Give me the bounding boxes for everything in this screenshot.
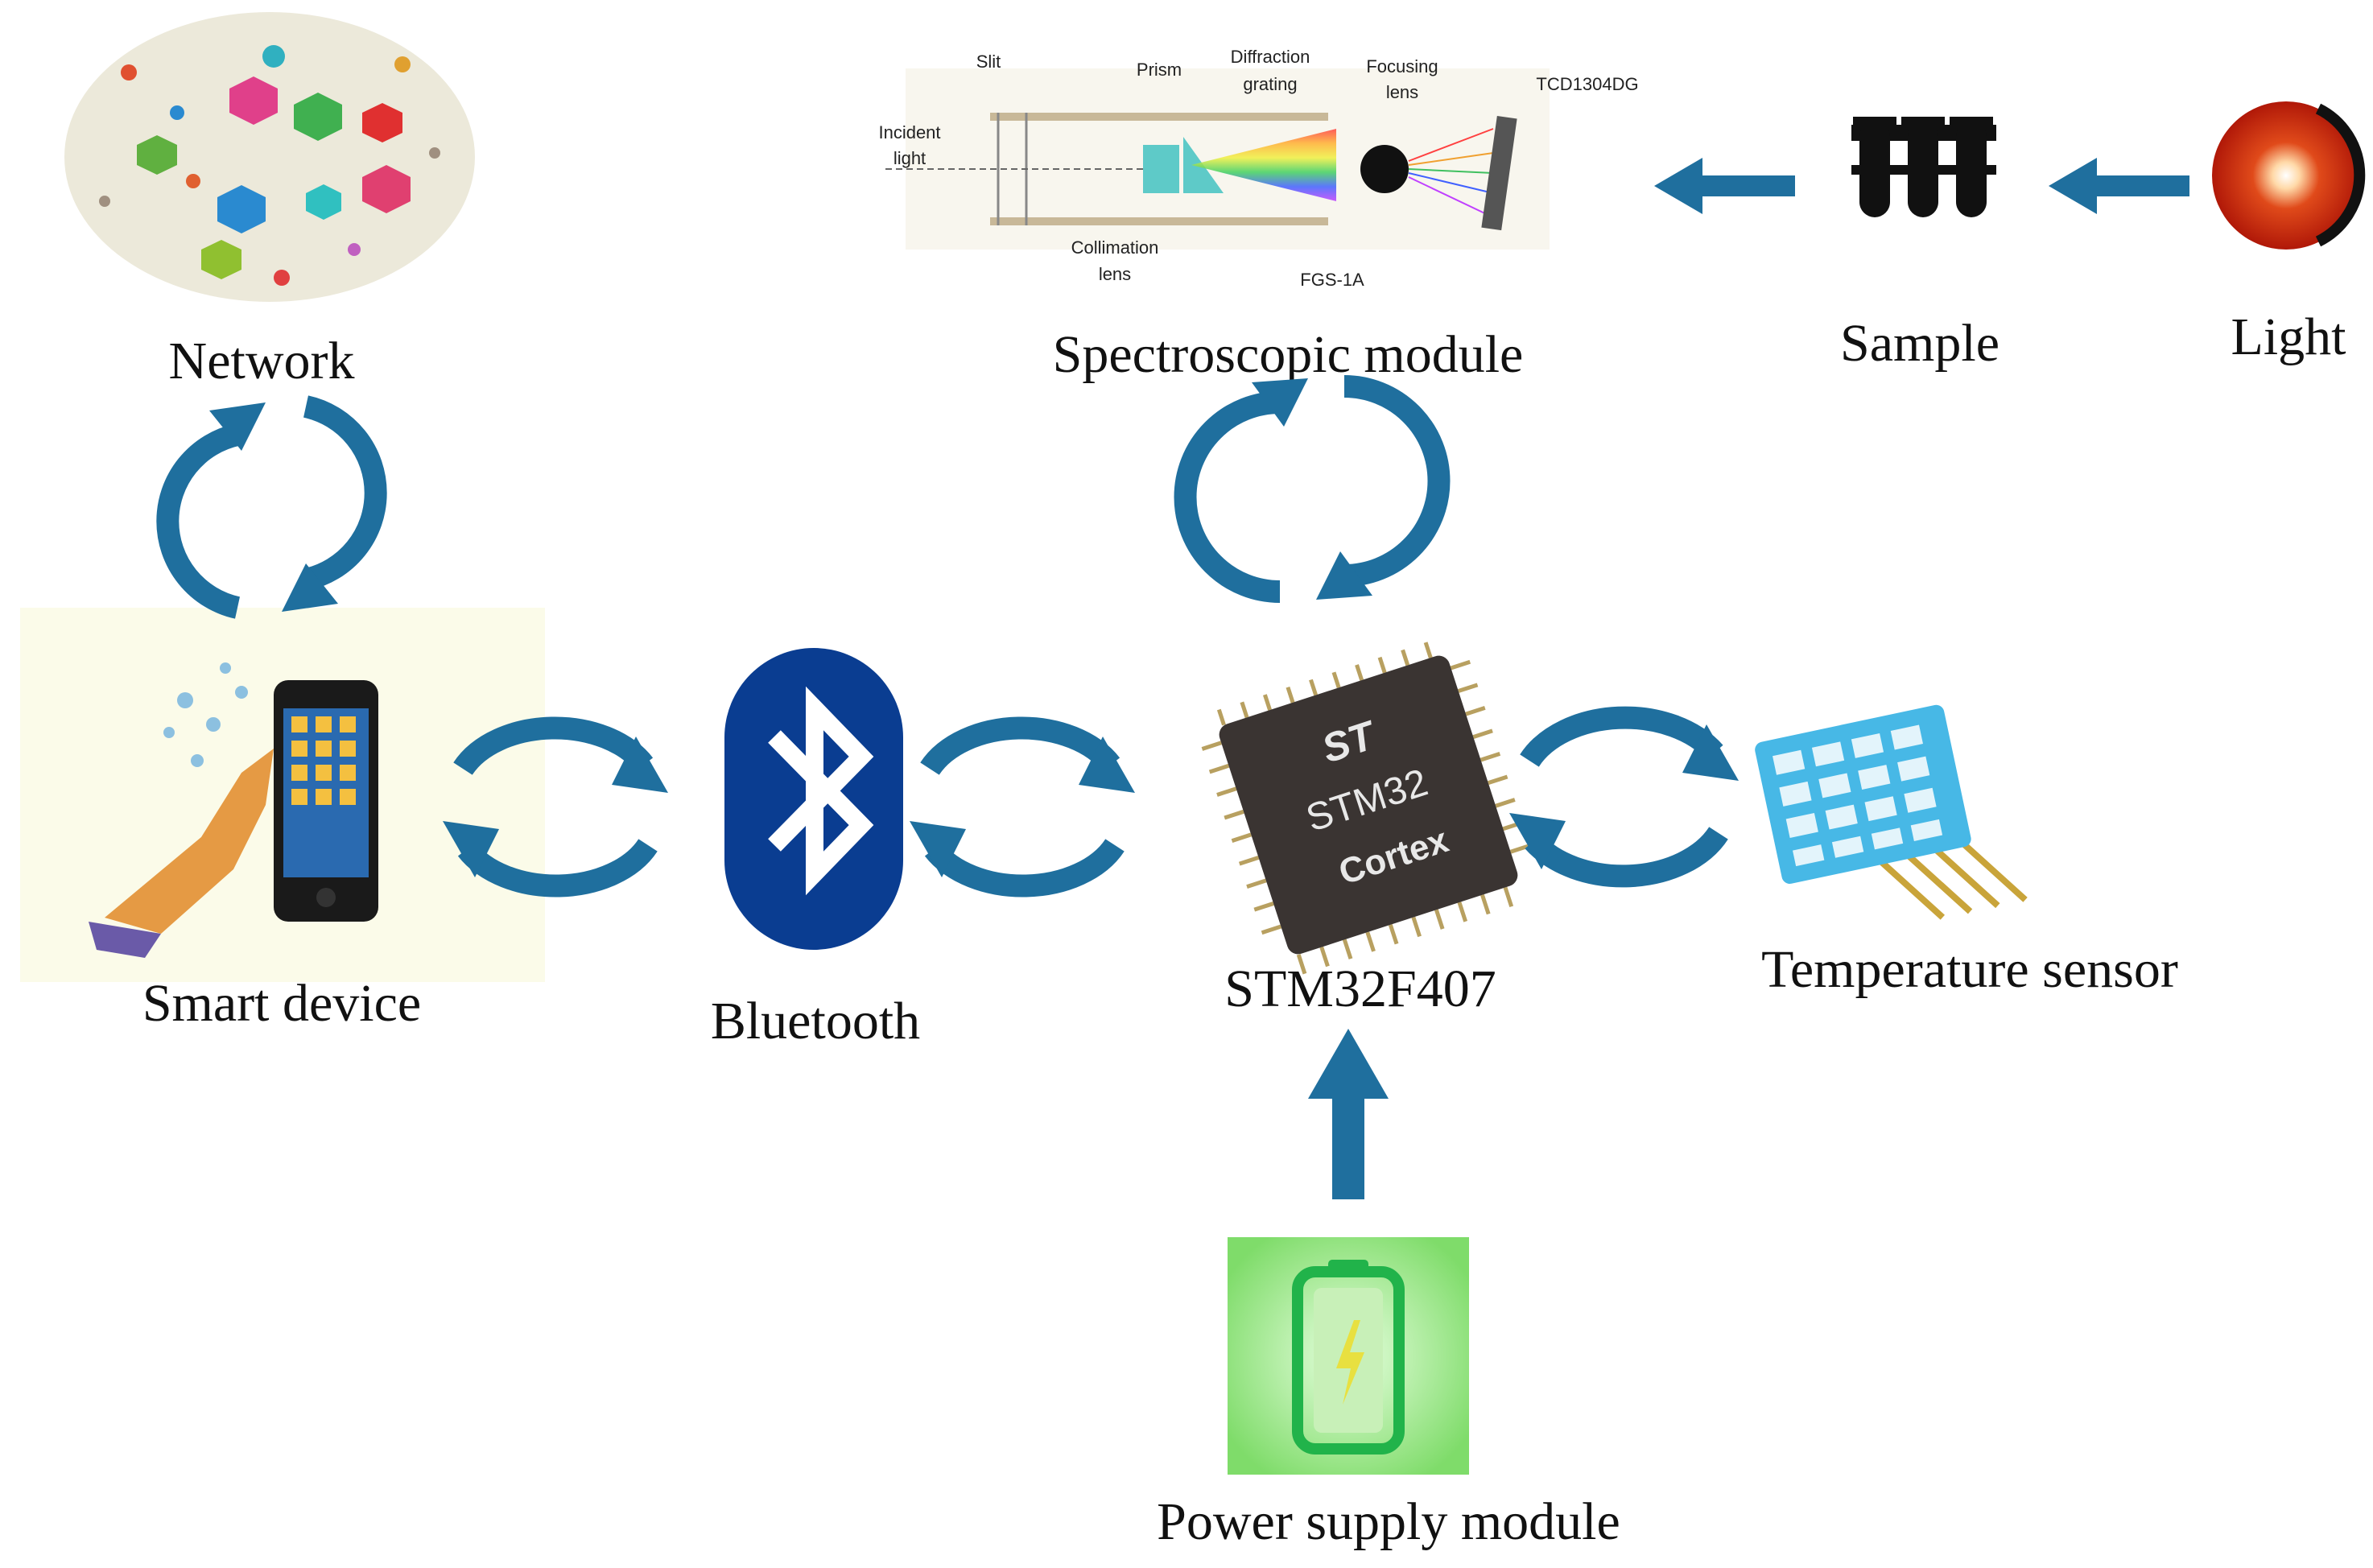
network-node: Network [64,12,475,390]
collimation-label-2: lens [1099,264,1131,284]
bluetooth-node: Bluetooth [711,648,920,1050]
exchange-spectro-mcu-heads [1252,378,1372,600]
bluetooth-label: Bluetooth [711,992,920,1050]
network-label: Network [169,332,355,390]
focus-rays [1408,128,1494,218]
fgs-label: FGS-1A [1300,270,1364,290]
exchange-spectro-mcu [1174,375,1451,603]
exchange-smart-bluetooth [453,716,658,897]
power-label: Power supply module [1157,1492,1620,1551]
microcontroller-chip-icon: ST STM32 Cortex [1201,642,1531,975]
exchange-bluetooth-mcu-heads [910,737,1135,877]
mcu-label: STM32F407 [1224,959,1496,1018]
collimation-label-1: Collimation [1071,237,1159,258]
network-graph-icon [64,12,475,302]
incident-label-2: light [893,148,926,168]
temperature-sensor-icon [1755,704,2028,920]
mcu-node: ST STM32 Cortex STM32F407 [1201,642,1531,1018]
smart-device-node: Smart device [20,608,545,1033]
diffraction-label-1: Diffraction [1231,47,1310,67]
slit-label: Slit [976,52,1001,72]
light-source-icon [2212,101,2360,250]
exchange-mcu-temperature-heads [1509,724,1739,869]
prism-label: Prism [1137,60,1182,80]
flow-arrows-top [1654,158,2189,214]
detector-shape [1481,116,1517,231]
focusing-label-1: Focusing [1366,56,1438,76]
smart-device-label: Smart device [142,974,421,1033]
spectroscopic-label: Spectroscopic module [1053,325,1524,384]
exchange-network-smart [156,395,387,619]
spectroscopic-node: Slit Prism Diffraction grating Focusing … [878,47,1638,384]
focusing-lens-shape [1360,145,1409,193]
focusing-label-2: lens [1386,82,1418,102]
sample-label: Sample [1840,314,2000,373]
light-label: Light [2231,307,2346,366]
prism-shape [1143,145,1179,193]
exchange-mcu-temperature [1520,706,1728,888]
arrow-sample-to-spectro [1654,158,1795,214]
spectrum-beam [1191,129,1336,201]
exchange-bluetooth-mcu [920,716,1125,897]
sample-node: Sample [1840,117,2000,373]
test-tubes-icon [1851,117,1996,217]
network-hexagons [99,45,440,286]
temperature-label: Temperature sensor [1761,940,2178,999]
battery-charging-icon [1292,1260,1405,1455]
smartphone-touch-icon [89,662,378,958]
exchange-network-smart-heads [209,402,338,612]
arrow-power-to-mcu [1308,1029,1389,1199]
detector-label: TCD1304DG [1536,74,1638,94]
temperature-node: Temperature sensor [1755,704,2178,999]
incident-label-1: Incident [878,122,940,142]
arrow-light-to-sample [2049,158,2189,214]
exchange-smart-bluetooth-heads [443,737,668,877]
power-node: Power supply module [1157,1237,1620,1551]
light-node: Light [2212,101,2366,366]
diffraction-label-2: grating [1243,74,1297,94]
